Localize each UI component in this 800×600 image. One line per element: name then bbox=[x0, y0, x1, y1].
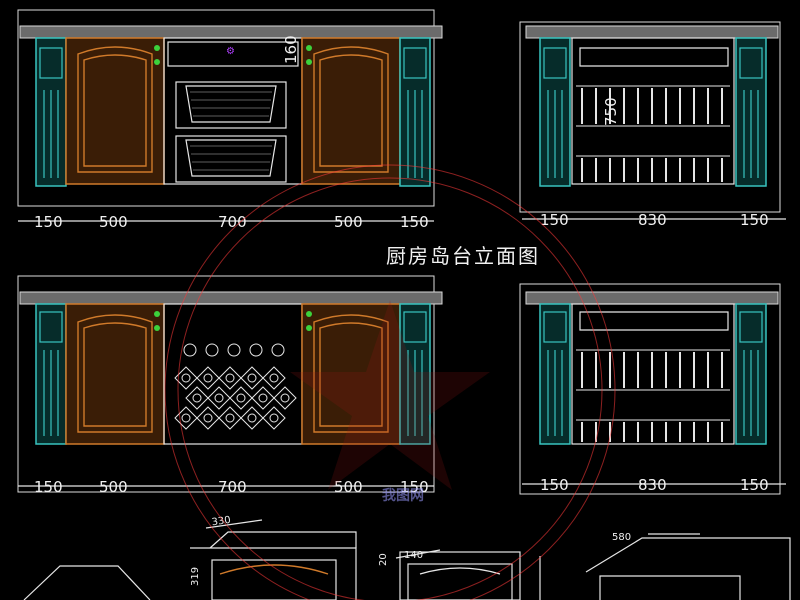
baluster-row bbox=[581, 88, 723, 182]
front-elevation-bottom: 150 500 700 500 150 bbox=[17, 275, 443, 496]
drawing-title: 厨房岛台立面图 bbox=[386, 244, 540, 268]
bottom-dim-150-left: 150 bbox=[34, 478, 63, 496]
side-elevation-top: 750 150 830 150 bbox=[519, 21, 786, 229]
right-cabinet-door bbox=[301, 37, 401, 185]
detail-dim-319: 319 bbox=[190, 567, 201, 586]
side-dim-830: 830 bbox=[638, 211, 667, 229]
column-carving bbox=[39, 47, 63, 79]
left-cabinet-door bbox=[65, 37, 165, 185]
drawer-height-dim: 160 bbox=[282, 35, 300, 64]
watermark-stamp: 我图网 bbox=[164, 164, 616, 600]
dim-150-right: 150 bbox=[400, 213, 429, 231]
wine-rack-cells bbox=[174, 343, 297, 430]
bottom-dim-150-right: 150 bbox=[400, 478, 429, 496]
bottom-side-dim-830: 830 bbox=[638, 476, 667, 494]
baluster-row bbox=[581, 352, 723, 442]
bottom-dim-500-right: 500 bbox=[334, 478, 363, 496]
watermark-brand: 我图网 bbox=[382, 488, 424, 504]
detail-dim-330: 330 bbox=[211, 515, 231, 529]
dim-500-right: 500 bbox=[334, 213, 363, 231]
bottom-dim-500-left: 500 bbox=[99, 478, 128, 496]
side-height-dim: 750 bbox=[602, 97, 620, 126]
svg-text:⚙: ⚙ bbox=[226, 46, 235, 57]
dim-150-left: 150 bbox=[34, 213, 63, 231]
detail-dim-20: 20 bbox=[378, 553, 389, 566]
front-elevation-top: ⚙ 160 150 500 700 500 150 bbox=[17, 9, 443, 231]
countertop bbox=[19, 25, 443, 39]
bottom-side-dim-150-left: 150 bbox=[540, 476, 569, 494]
detail-views: 330 319 20 140 580 bbox=[23, 515, 791, 600]
side-dim-150-left: 150 bbox=[540, 211, 569, 229]
side-dim-150-right: 150 bbox=[740, 211, 769, 229]
detail-dim-580: 580 bbox=[612, 532, 631, 543]
dim-500-left: 500 bbox=[99, 213, 128, 231]
bottom-side-dim-150-right: 150 bbox=[740, 476, 769, 494]
right-column bbox=[399, 37, 431, 187]
dim-700: 700 bbox=[218, 213, 247, 231]
side-elevation-bottom: 150 830 150 bbox=[519, 283, 786, 495]
detail-dim-140: 140 bbox=[404, 550, 423, 561]
drawing-frame bbox=[17, 9, 435, 207]
bottom-dim-700: 700 bbox=[218, 478, 247, 496]
front-top-dimensions: 150 500 700 500 150 bbox=[34, 213, 429, 231]
